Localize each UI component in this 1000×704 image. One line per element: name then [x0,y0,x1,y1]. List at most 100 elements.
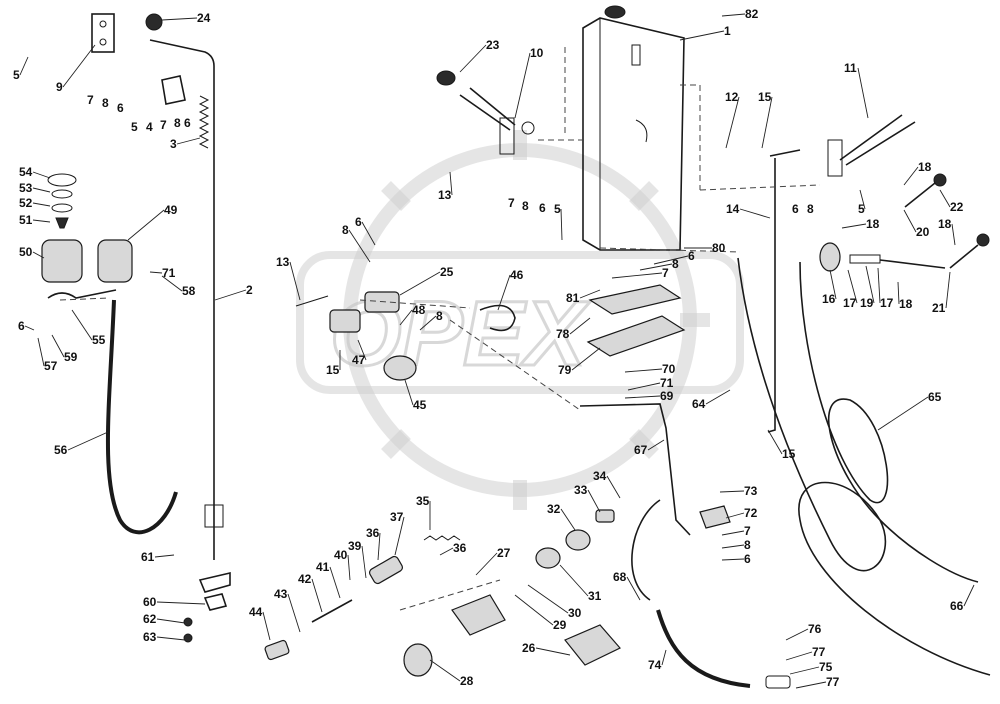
callout-leader [149,271,163,274]
callout-c14: 14 [726,202,771,219]
callout-label: 3 [170,137,177,151]
callout-c6e: 6 [355,215,376,246]
callout-c70: 70 [624,362,676,376]
callout-leader [348,229,371,263]
callout-label: 21 [932,301,946,315]
callout-c44: 44 [249,605,271,641]
callout-c18d: 18 [897,281,913,311]
callout-label: 31 [588,589,602,603]
callout-leader [865,265,875,304]
callout-c42: 42 [298,572,323,613]
callout-leader [32,202,51,207]
callout-leader [739,208,771,219]
callout-leader [945,271,951,309]
callout-leader [67,431,109,451]
callout-c8b: 8 [174,116,181,130]
callout-leader [289,261,301,301]
callout-leader [429,659,461,682]
callout-label: 15 [326,363,340,377]
callout-leader [606,475,621,499]
callout-leader [156,601,206,605]
callout-leader [647,439,665,451]
callout-label: 58 [182,284,196,298]
lever-assembly-left [436,70,535,155]
callout-label: 26 [522,641,536,655]
callout-label: 81 [566,291,580,305]
callout-c5c: 5 [554,202,563,241]
callout-label: 54 [19,165,33,179]
callout-label: 40 [334,548,348,562]
callout-c32: 32 [547,502,576,531]
callout-leader [347,554,351,581]
callout-leader [449,171,453,196]
callout-c66: 66 [950,584,975,613]
callout-leader [161,275,183,292]
callout-label: 78 [556,327,570,341]
callout-label: 77 [812,645,826,659]
callout-leader [877,267,881,304]
callout-c74: 74 [648,649,667,672]
callout-label: 41 [316,560,330,574]
callout-label: 9 [56,80,63,94]
callout-leader [560,508,576,531]
callout-leader [721,530,745,536]
callout-leader [497,274,511,311]
callout-c16: 16 [822,269,837,306]
callout-c41: 41 [316,560,341,599]
callout-label: 33 [574,483,588,497]
callout-c79: 79 [558,347,601,377]
callout-c71b: 71 [627,376,674,391]
pipe-line [579,403,691,536]
flexible-hose-left [105,299,178,535]
callout-label: 43 [274,587,288,601]
callout-label: 76 [808,622,822,636]
callout-label: 30 [568,606,582,620]
callout-leader [176,137,201,145]
callout-label: 8 [744,538,751,552]
callout-c13b: 13 [276,255,301,301]
callout-label: 7 [662,266,669,280]
callout-c81: 81 [566,289,601,305]
callout-leader [721,544,745,549]
callout-label: 13 [438,188,452,202]
callout-leader [535,647,571,656]
callout-c35: 35 [416,494,431,530]
callout-c3: 3 [170,137,201,151]
callout-leader [859,189,866,210]
callout-leader [587,489,601,513]
callout-c71a: 71 [149,266,176,280]
callout-label: 6 [688,249,695,263]
callout-label: 18 [918,160,932,174]
callout-c43: 43 [274,587,301,633]
callout-c65: 65 [877,390,942,431]
callout-c29: 29 [514,594,567,632]
callout-label: 67 [634,443,648,457]
callout-c8c: 8 [522,199,529,213]
callout-c59: 59 [51,334,78,364]
callout-label: 36 [453,541,467,555]
callout-label: 6 [539,201,546,215]
callout-c19: 19 [860,265,875,310]
callout-c18a: 18 [903,160,932,186]
callout-leader [154,554,175,558]
callout-c36a: 36 [366,526,381,561]
callout-c50: 50 [19,245,45,259]
callout-label: 8 [174,116,181,130]
callout-leader [527,584,569,614]
callout-label: 37 [390,510,404,524]
callout-c77b: 77 [795,675,840,689]
callout-label: 49 [164,203,178,217]
disc-linkage [819,242,946,272]
callout-leader [789,666,820,675]
callout-c63: 63 [143,630,186,644]
callout-leader [19,56,29,76]
callout-c25: 25 [399,265,454,296]
callout-c10: 10 [514,46,544,119]
callout-label: 8 [102,96,109,110]
callout-label: 18 [866,217,880,231]
callout-label: 74 [648,658,662,672]
callout-leader [795,681,827,689]
callout-c62: 62 [143,612,186,626]
callout-label: 45 [413,398,427,412]
callout-c23: 23 [459,38,500,73]
